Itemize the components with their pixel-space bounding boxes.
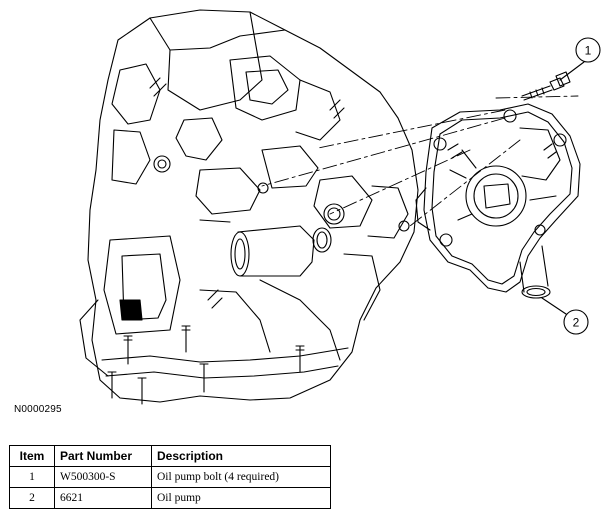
- callout-1-number: 1: [585, 44, 592, 58]
- callout-2-number: 2: [573, 316, 580, 330]
- engine-block: [79, 9, 419, 405]
- header-item: Item: [9, 445, 55, 467]
- oil-pump-bolt: [521, 71, 571, 101]
- callout-2: [541, 297, 589, 335]
- row-part-number: W500300-S: [54, 466, 152, 488]
- table-row: 1 W500300-S Oil pump bolt (4 required): [9, 466, 331, 488]
- header-description: Description: [151, 445, 331, 467]
- callout-1: [559, 37, 601, 81]
- row-part-number: 6621: [54, 487, 152, 509]
- figure-id: N0000295: [14, 404, 62, 415]
- row-description: Oil pump bolt (4 required): [151, 466, 331, 488]
- table-header-row: Item Part Number Description: [9, 445, 331, 467]
- oil-pump: [415, 103, 581, 299]
- parts-table: Item Part Number Description 1 W500300-S…: [9, 445, 331, 509]
- header-part-number: Part Number: [54, 445, 152, 467]
- row-description: Oil pump: [151, 487, 331, 509]
- alignment-lines: [261, 95, 579, 227]
- row-item: 2: [9, 487, 55, 509]
- row-item: 1: [9, 466, 55, 488]
- table-row: 2 6621 Oil pump: [9, 487, 331, 509]
- oil-pump-diagram: 1 2: [79, 9, 601, 405]
